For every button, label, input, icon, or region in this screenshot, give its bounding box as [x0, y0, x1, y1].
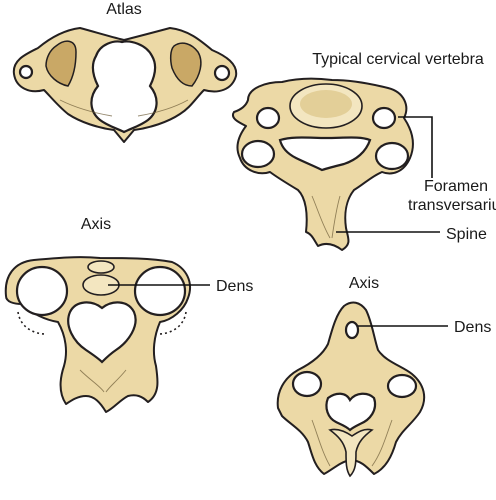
axis-superior-vertebra: [4, 256, 191, 413]
label-foramen-line2: transversarium: [408, 197, 496, 214]
label-axis-left: Axis: [81, 216, 111, 233]
label-spine: Spine: [446, 226, 487, 243]
label-axis-right: Axis: [349, 275, 379, 292]
typical-cervical-vertebra: [232, 77, 414, 251]
axis-posterior-vertebra: [276, 301, 426, 478]
label-typical-cervical: Typical cervical vertebra: [312, 51, 484, 68]
label-dens-left: Dens: [216, 278, 253, 295]
label-dens-right: Dens: [454, 319, 491, 336]
label-atlas: Atlas: [106, 1, 142, 18]
label-foramen-line1: Foramen: [424, 178, 488, 195]
atlas-vertebra: [12, 27, 238, 143]
foramen-leader-line: [398, 116, 433, 178]
